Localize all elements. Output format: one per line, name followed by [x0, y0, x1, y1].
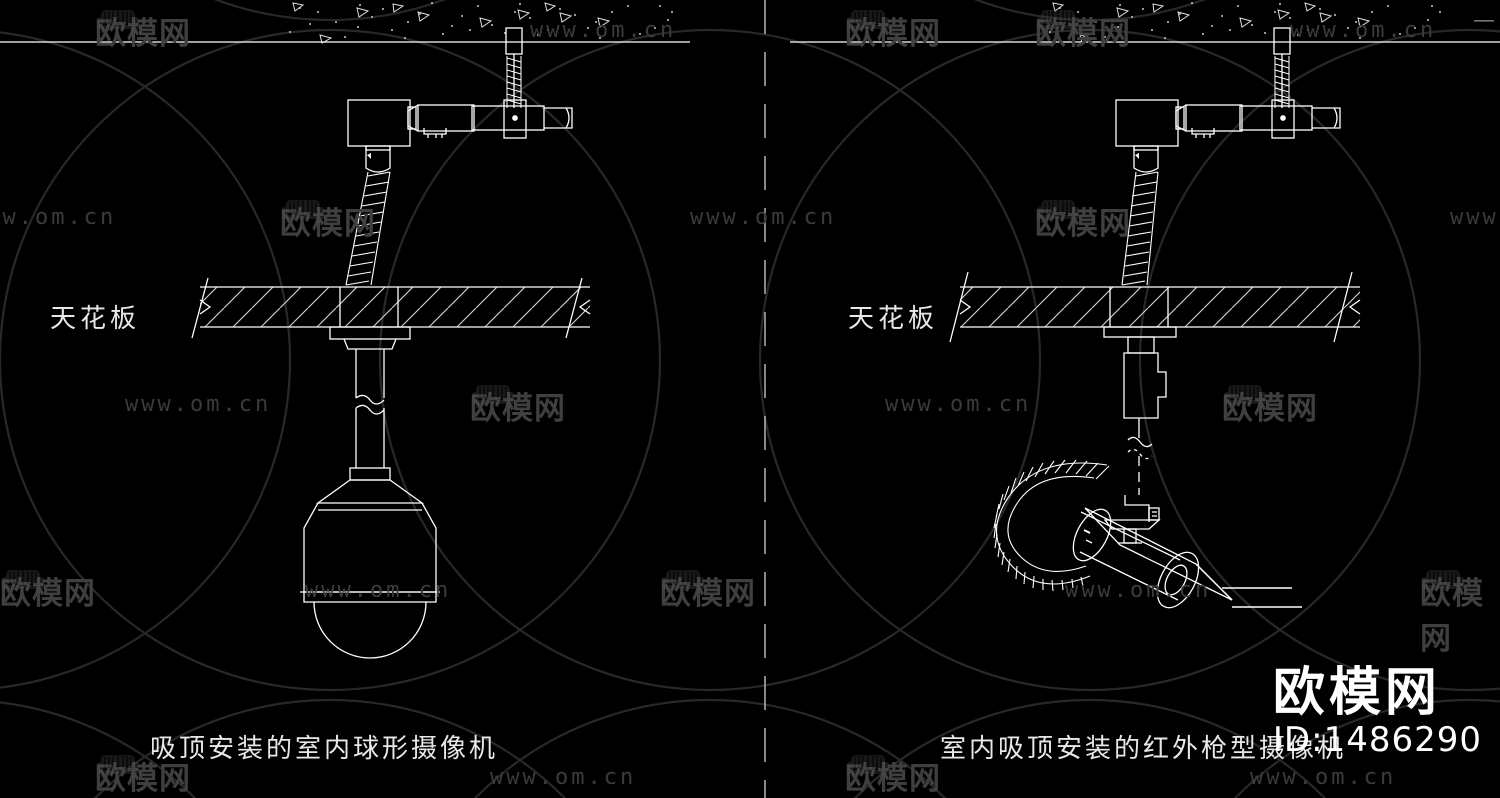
junction-box [1103, 326, 1177, 419]
ceiling-label-left: 天花板 [50, 303, 141, 333]
break-symbol [1127, 448, 1153, 460]
conduit-run [1175, 104, 1243, 132]
threaded-rod [506, 56, 522, 108]
break-symbol [355, 394, 385, 405]
rod-collar [505, 27, 523, 55]
camera-housing-box [347, 99, 411, 147]
drop-pole [349, 349, 391, 481]
lens-mount [407, 106, 447, 138]
bullet-camera-body [1072, 508, 1200, 609]
break-symbol [355, 404, 385, 415]
caption-left-panel: 吸顶安装的室内球形摄像机 [150, 733, 499, 763]
sun-shield [1084, 507, 1233, 601]
ceiling-label-right: 天花板 [848, 303, 939, 333]
pivot-neck [365, 145, 391, 173]
ceiling-slab-hatched [191, 277, 591, 339]
flexible-conduit [345, 171, 391, 286]
dome-camera-body [300, 479, 440, 603]
cable-tray [1239, 99, 1341, 139]
break-symbol [1127, 436, 1153, 448]
concrete-aggregate-triangles [292, 2, 1371, 44]
drop-rod [1124, 418, 1160, 522]
ir-beam-lines [1222, 587, 1302, 608]
dome-bubble [313, 601, 427, 659]
flexible-conduit [1121, 171, 1159, 286]
mounting-flange [329, 326, 411, 350]
minimize-glyph[interactable]: — [1474, 9, 1494, 31]
coiled-flex-conduit [993, 459, 1110, 592]
right-panel-linework [790, 27, 1500, 609]
rod-collar [1273, 27, 1291, 55]
concrete-stipple [289, 2, 1441, 39]
caption-right-panel: 室内吸顶安装的红外枪型摄像机 [940, 733, 1347, 763]
lens-mount [1175, 106, 1215, 138]
conduit-run [407, 104, 475, 132]
camera-housing-box [1115, 99, 1179, 147]
cable-tray [471, 99, 573, 139]
ceiling-slab-hatched [949, 271, 1361, 343]
threaded-rod [1274, 56, 1290, 108]
left-panel-linework [0, 27, 690, 659]
pivot-neck [1133, 145, 1159, 173]
